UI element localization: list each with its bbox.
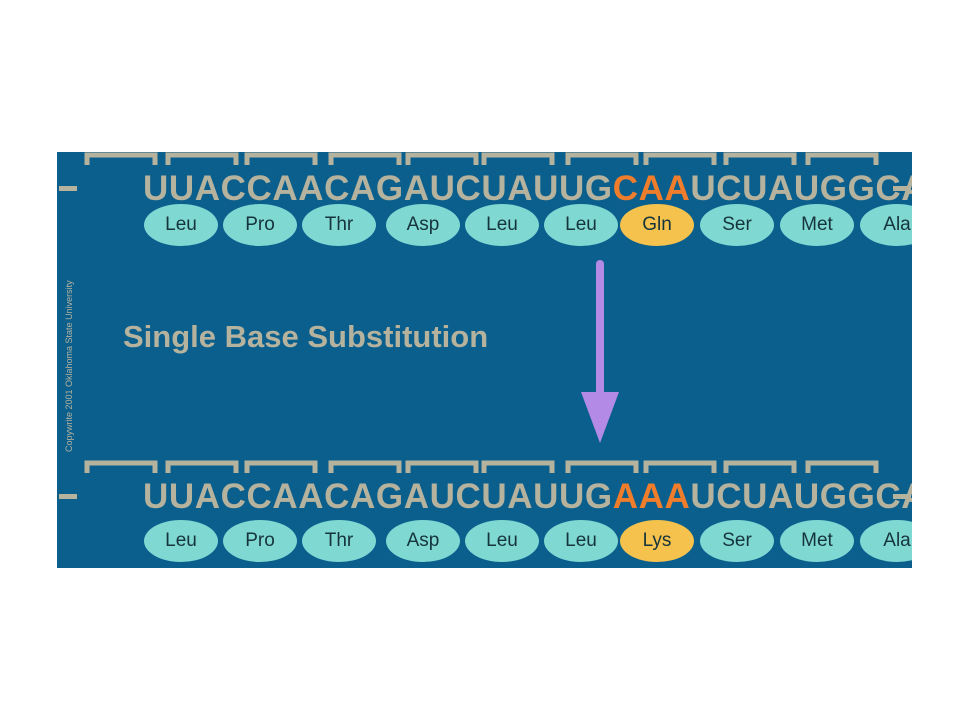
codon: GAU xyxy=(375,477,456,516)
strand-end-left-top xyxy=(59,186,77,191)
codon-bracket xyxy=(405,152,479,165)
codon: CCA xyxy=(220,169,299,208)
caption: Single Base Substitution xyxy=(123,319,489,354)
codon-mutated: AAA xyxy=(612,477,691,516)
amino-acid-mutated: Gln xyxy=(620,204,694,246)
codon-bracket xyxy=(328,460,402,473)
codon-bracket xyxy=(244,460,318,473)
amino-acid: Thr xyxy=(302,520,376,562)
codon-bracket xyxy=(328,152,402,165)
codon-bracket xyxy=(165,152,239,165)
codon-bracket xyxy=(643,152,717,165)
amino-acid: Leu xyxy=(544,204,618,246)
amino-acid: Leu xyxy=(144,204,218,246)
amino-acid: Leu xyxy=(465,520,539,562)
codon: GAU xyxy=(375,169,456,208)
copyright-text: Copywrite 2001 Oklahoma State University xyxy=(64,280,74,452)
codon-bracket xyxy=(84,460,158,473)
diagram-graphics xyxy=(84,152,879,473)
mrna-sequence-mutated: UUACCAACAGAUCUAUUGAAAUCUAUGGCA xyxy=(143,479,912,515)
codon-bracket xyxy=(84,152,158,165)
codon-brackets-top xyxy=(84,152,879,165)
codon-bracket xyxy=(643,460,717,473)
codon-bracket xyxy=(565,460,639,473)
amino-acid-mutated: Lys xyxy=(620,520,694,562)
codon: UCU xyxy=(690,169,768,208)
codon: ACA xyxy=(298,169,376,208)
codon-bracket xyxy=(481,152,555,165)
codon: CCA xyxy=(220,477,299,516)
amino-acid: Ala xyxy=(860,204,912,246)
mrna-sequence-original: UUACCAACAGAUCUAUUGCAAUCUAUGGCA xyxy=(143,171,912,207)
codon-mutated: CAA xyxy=(612,169,691,208)
codon-bracket xyxy=(244,152,318,165)
amino-acid: Leu xyxy=(144,520,218,562)
codon: UUA xyxy=(143,169,221,208)
amino-acid: Leu xyxy=(465,204,539,246)
amino-acid: Ala xyxy=(860,520,912,562)
codon-bracket xyxy=(723,152,797,165)
amino-acid: Pro xyxy=(223,204,297,246)
amino-acid: Asp xyxy=(386,520,460,562)
codon-bracket xyxy=(805,152,879,165)
amino-acid: Met xyxy=(780,520,854,562)
codon-bracket xyxy=(165,460,239,473)
codon: UCU xyxy=(690,477,768,516)
amino-acid: Thr xyxy=(302,204,376,246)
codon-bracket xyxy=(565,152,639,165)
codon-bracket xyxy=(481,460,555,473)
codon: AUG xyxy=(768,169,848,208)
codon: AUG xyxy=(768,477,848,516)
codon-bracket xyxy=(723,460,797,473)
strand-end-right-bottom xyxy=(893,494,911,499)
codon: UUG xyxy=(533,477,613,516)
codon: UUA xyxy=(143,477,221,516)
amino-acid: Met xyxy=(780,204,854,246)
codon: ACA xyxy=(298,477,376,516)
strand-end-left-bottom xyxy=(59,494,77,499)
codon: CUA xyxy=(455,169,534,208)
strand-end-right-top xyxy=(893,186,911,191)
amino-acid: Pro xyxy=(223,520,297,562)
amino-acid: Leu xyxy=(544,520,618,562)
codon: UUG xyxy=(533,169,613,208)
amino-acid: Asp xyxy=(386,204,460,246)
down-arrow-icon xyxy=(581,260,619,443)
mutation-diagram-panel: UUACCAACAGAUCUAUUGCAAUCUAUGGCA LeuProThr… xyxy=(57,152,912,568)
codon-brackets-bottom xyxy=(84,460,879,473)
amino-acid: Ser xyxy=(700,204,774,246)
codon-bracket xyxy=(805,460,879,473)
codon: CUA xyxy=(455,477,534,516)
codon-bracket xyxy=(405,460,479,473)
amino-acid: Ser xyxy=(700,520,774,562)
